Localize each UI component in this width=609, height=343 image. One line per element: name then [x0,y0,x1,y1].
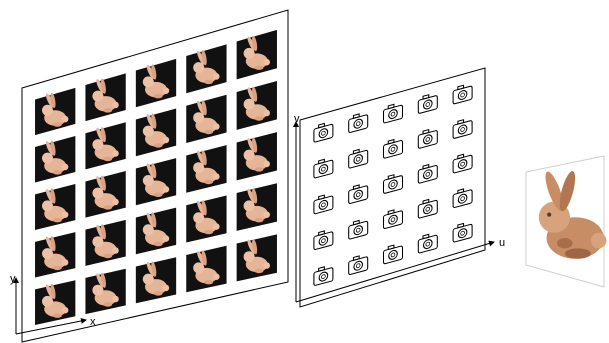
object-view-panel [526,156,606,287]
image-array-panel: x y [10,10,288,342]
v-axis-label: v [294,113,300,125]
y-axis-label: y [10,273,16,285]
camera-array-plane [300,68,485,307]
x-axis-label: x [90,316,96,328]
camera-array-panel: u v [294,68,505,307]
u-axis-label: u [499,237,505,249]
